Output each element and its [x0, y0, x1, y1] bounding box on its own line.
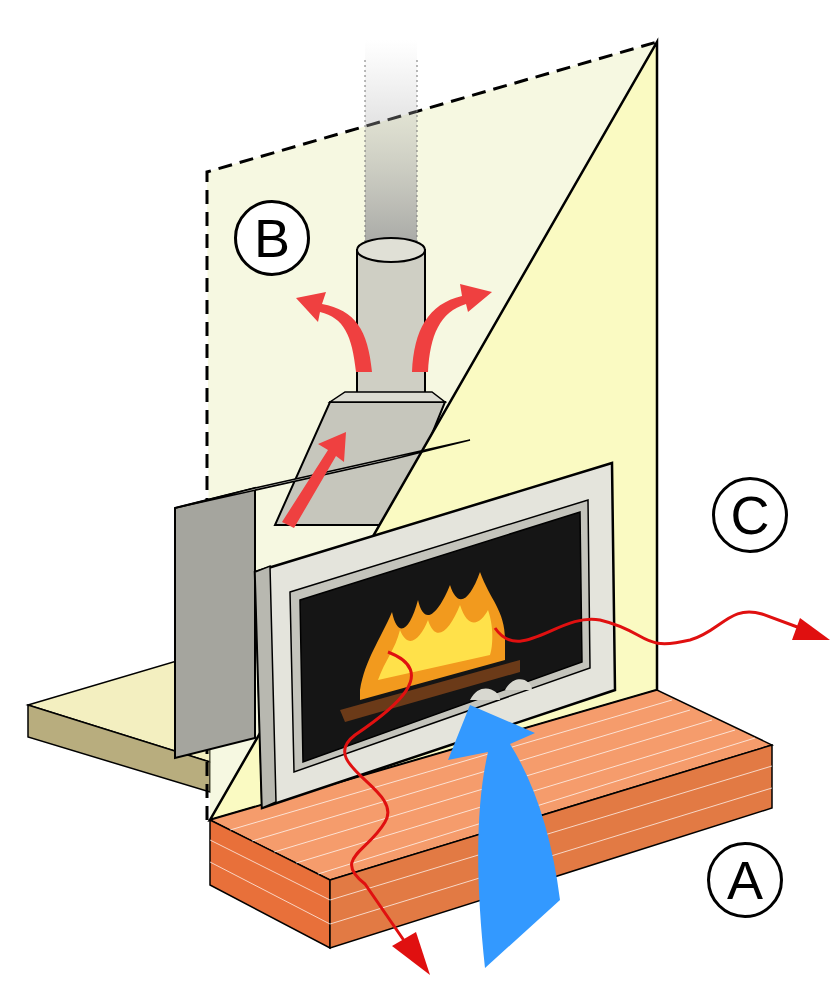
- hot-air-arrows: [412, 284, 492, 372]
- flue-pipe: [357, 238, 425, 262]
- smoke: [365, 40, 417, 255]
- flue-pipe: [357, 250, 425, 410]
- wall-triangle: [210, 42, 657, 820]
- cold-air-arrow: [448, 705, 560, 968]
- flames: [470, 679, 532, 700]
- insert-body: [175, 488, 255, 758]
- hot-air-arrows: [282, 284, 492, 528]
- hot-air-arrows: [282, 432, 346, 528]
- flue-pipe: [330, 392, 445, 402]
- callout-letter: A: [727, 853, 763, 907]
- callout-letter: C: [731, 488, 770, 542]
- cold-air-arrow: [448, 705, 560, 968]
- callout-circle: B: [234, 200, 310, 276]
- smoke: [417, 60, 418, 250]
- hot-air-arrows: [296, 292, 372, 372]
- insert-frame: [255, 463, 615, 808]
- hearth: [330, 745, 772, 948]
- flames: [340, 572, 532, 722]
- radiant-heat-arrows: [345, 652, 412, 942]
- radiant-heat-arrows: [495, 612, 800, 644]
- insert-frame: [255, 566, 276, 808]
- smoke: [365, 60, 366, 250]
- flames: [378, 605, 492, 680]
- wall-plane: [207, 42, 657, 820]
- hearth: [210, 820, 330, 948]
- hearth: [210, 840, 330, 900]
- callout-circle: C: [712, 477, 788, 553]
- wall-triangle: [210, 42, 657, 820]
- wall-plane: [207, 42, 657, 820]
- insert-frame: [290, 500, 590, 772]
- smoke: [365, 40, 417, 255]
- arrowheads: [392, 932, 430, 975]
- radiant-heat-arrows: [345, 612, 800, 942]
- wall-plane: [207, 42, 657, 820]
- insert-frame: [255, 463, 615, 808]
- arrowheads: [392, 618, 830, 975]
- callout-letter: B: [254, 211, 290, 265]
- callout-circle: A: [707, 842, 783, 918]
- arrowheads: [792, 618, 830, 640]
- hearth: [210, 862, 330, 924]
